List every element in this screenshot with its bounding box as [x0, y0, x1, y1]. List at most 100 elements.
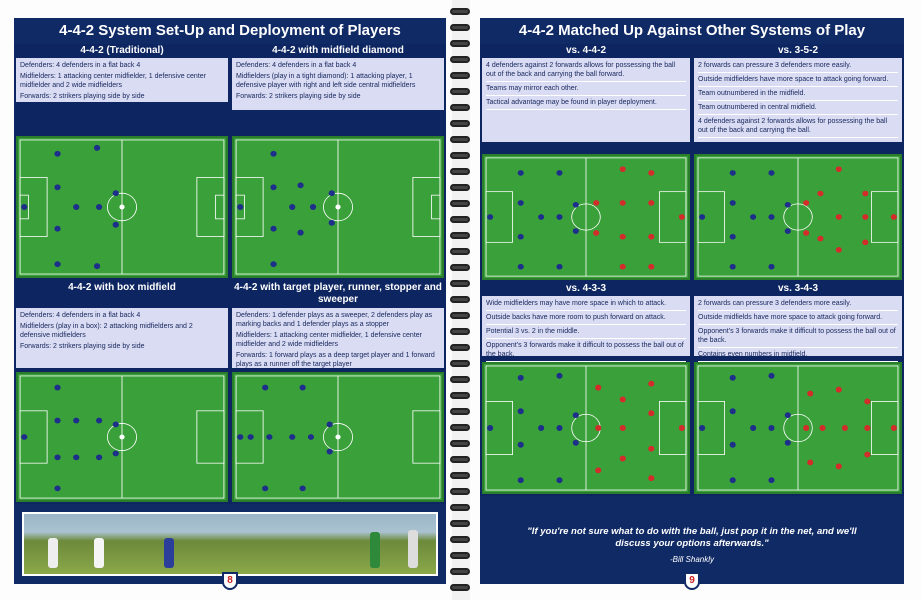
panel-vs-343: vs. 3-4-3 2 forwards can pressure 3 defe…: [692, 282, 904, 496]
pitch-diagram: [482, 154, 690, 280]
panel-heading: 4-4-2 with target player, runner, stoppe…: [234, 282, 442, 305]
spiral-binding: [448, 0, 472, 600]
panel-heading: 4-4-2 (Traditional): [80, 45, 164, 56]
desc-line: Forwards: 2 strikers playing side by sid…: [20, 343, 145, 350]
panel-442-diamond: 4-4-2 with midfield diamond Defenders: 4…: [230, 44, 446, 280]
binding-ring: [450, 504, 470, 511]
pitch-diagram: [16, 136, 228, 278]
panel-vs-352: vs. 3-5-2 2 forwards can pressure 3 defe…: [692, 44, 904, 282]
panel-heading: vs. 3-4-3: [777, 283, 819, 294]
desc-line: Teams may mirror each other.: [486, 84, 686, 96]
binding-ring: [450, 536, 470, 543]
desc-line: 4 defenders against 2 forwards allows fo…: [486, 61, 686, 82]
desc-line: 4 defenders against 2 forwards allows fo…: [698, 117, 898, 138]
binding-ring: [450, 40, 470, 47]
pitch-svg: [485, 157, 687, 277]
desc-line: Midfielders (play in a tight diamond): 1…: [236, 73, 416, 89]
binding-ring: [450, 8, 470, 15]
desc-line: Midfielders (play in a box): 2 attacking…: [20, 323, 193, 339]
desc-line: 2 forwards can pressure 3 defenders more…: [698, 299, 898, 311]
pitch-svg: [485, 365, 687, 491]
panel-description: Defenders: 4 defenders in a flat back 4 …: [16, 308, 228, 368]
binding-ring: [450, 232, 470, 239]
binding-ring: [450, 456, 470, 463]
binding-ring: [450, 424, 470, 431]
panel-heading: vs. 4-3-3: [565, 283, 607, 294]
binding-ring: [450, 200, 470, 207]
pitch-diagram: [694, 154, 902, 280]
right-page-title: 4-4-2 Matched Up Against Other Systems o…: [518, 22, 866, 39]
player-figure: [94, 538, 104, 568]
binding-ring: [450, 216, 470, 223]
panel-442-box: 4-4-2 with box midfield Defenders: 4 def…: [14, 280, 230, 504]
right-page: 4-4-2 Matched Up Against Other Systems o…: [470, 0, 922, 600]
desc-line: Opponent's 3 forwards make it difficult …: [698, 327, 898, 348]
desc-line: Defenders: 4 defenders in a flat back 4: [236, 62, 357, 69]
binding-ring: [450, 56, 470, 63]
panel-heading: vs. 3-5-2: [777, 45, 819, 56]
right-page-frame: 4-4-2 Matched Up Against Other Systems o…: [480, 18, 904, 590]
desc-line: Wide midfielders may have more space in …: [486, 299, 686, 311]
binding-ring: [450, 552, 470, 559]
binding-ring: [450, 120, 470, 127]
binding-ring: [450, 408, 470, 415]
left-page: 4-4-2 System Set-Up and Deployment of Pl…: [0, 0, 452, 600]
desc-line: Contains even numbers in midfield.: [698, 350, 898, 362]
referee-figure: [370, 532, 380, 568]
left-page-frame: 4-4-2 System Set-Up and Deployment of Pl…: [14, 18, 446, 590]
pitch-svg: [697, 157, 899, 277]
panel-description: 4 defenders against 2 forwards allows fo…: [482, 58, 690, 142]
binding-ring: [450, 440, 470, 447]
desc-line: Forwards: 1 forward plays as a deep targ…: [236, 352, 435, 368]
desc-line: Outside backs have more room to push for…: [486, 313, 686, 325]
desc-line: Midfielders: 1 attacking center midfield…: [236, 332, 422, 348]
desc-line: Forwards: 2 strikers playing side by sid…: [20, 93, 145, 100]
youth-soccer-photo: [22, 512, 438, 576]
panel-vs-433: vs. 4-3-3 Wide midfielders may have more…: [480, 282, 692, 496]
binding-ring: [450, 520, 470, 527]
binding-ring: [450, 376, 470, 383]
pitch-diagram: [232, 372, 444, 502]
panel-heading: 4-4-2 with midfield diamond: [272, 45, 404, 56]
binding-ring: [450, 312, 470, 319]
panel-442-traditional: 4-4-2 (Traditional) Defenders: 4 defende…: [14, 44, 230, 280]
binding-ring: [450, 152, 470, 159]
page-number-badge: 8: [222, 572, 238, 590]
player-figure: [48, 538, 58, 568]
panel-description: Wide midfielders may have more space in …: [482, 296, 690, 362]
binding-ring: [450, 472, 470, 479]
pitch-diagram: [694, 362, 902, 494]
binding-ring: [450, 584, 470, 591]
binding-ring: [450, 248, 470, 255]
binding-ring: [450, 280, 470, 287]
desc-line: Defenders: 4 defenders in a flat back 4: [20, 62, 141, 69]
binding-ring: [450, 104, 470, 111]
panel-heading: vs. 4-4-2: [565, 45, 607, 56]
pitch-svg: [235, 139, 441, 275]
panel-description: 2 forwards can pressure 3 defenders more…: [694, 296, 902, 362]
quote-block: "If you're not sure what to do with the …: [510, 526, 874, 566]
desc-line: Defenders: 1 defender plays as a sweeper…: [236, 312, 433, 328]
panel-description: Defenders: 4 defenders in a flat back 4 …: [232, 58, 444, 110]
binding-ring: [450, 136, 470, 143]
binding-ring: [450, 168, 470, 175]
panel-442-target: 4-4-2 with target player, runner, stoppe…: [230, 280, 446, 504]
binding-ring: [450, 296, 470, 303]
binding-ring: [450, 184, 470, 191]
desc-line: Tactical advantage may be found in playe…: [486, 98, 686, 110]
binding-ring: [450, 88, 470, 95]
pitch-diagram: [232, 136, 444, 278]
binding-ring: [450, 488, 470, 495]
desc-line: Team outnumbered in the midfield.: [698, 89, 898, 101]
binding-ring: [450, 344, 470, 351]
desc-line: Defenders: 4 defenders in a flat back 4: [20, 312, 141, 319]
binding-ring: [450, 264, 470, 271]
pitch-svg: [235, 375, 441, 499]
desc-line: Potential 3 vs. 2 in the middle.: [486, 327, 686, 339]
panel-vs-442: vs. 4-4-2 4 defenders against 2 forwards…: [480, 44, 692, 282]
page-number-badge: 9: [684, 572, 700, 590]
goalkeeper-figure: [408, 530, 418, 568]
desc-line: Outside midfields have more space to att…: [698, 313, 898, 325]
binding-ring: [450, 568, 470, 575]
desc-line: Forwards: 2 strikers playing side by sid…: [236, 93, 361, 100]
